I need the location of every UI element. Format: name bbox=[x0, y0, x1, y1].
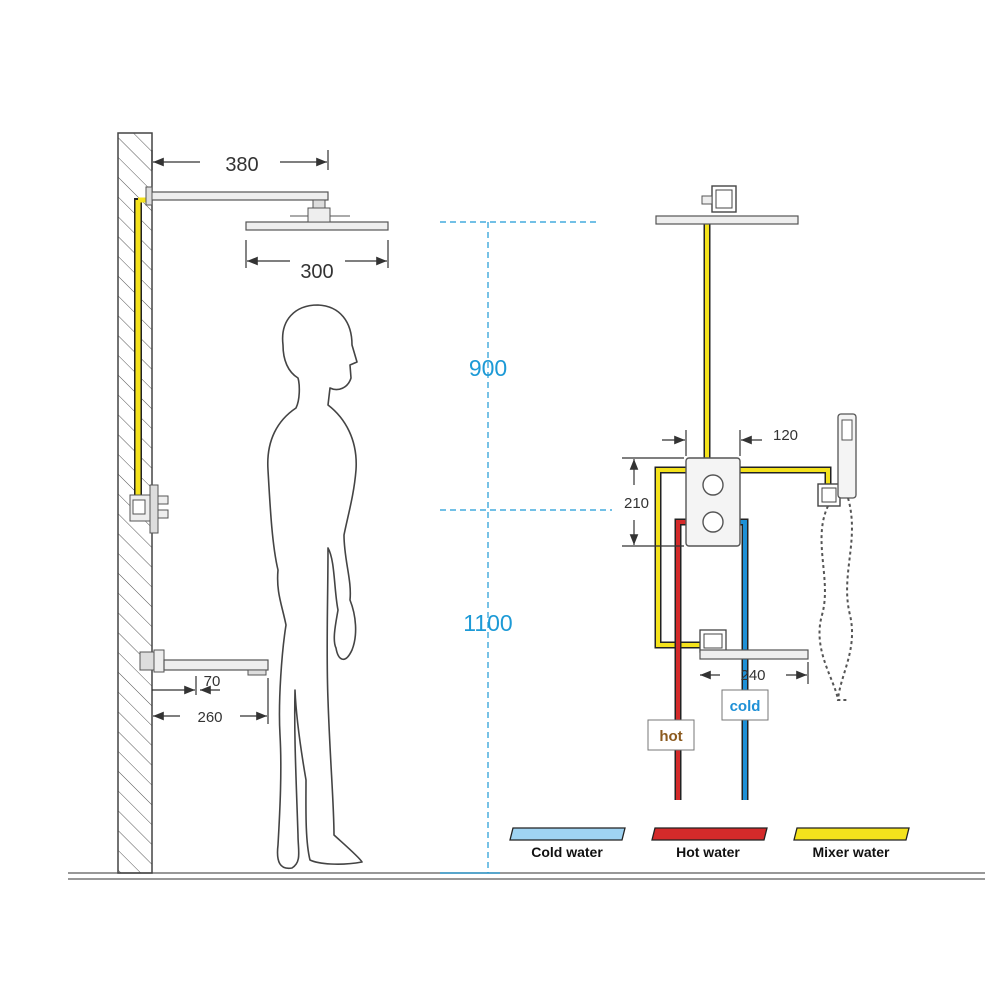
front-view-handheld-shower bbox=[817, 413, 857, 701]
front-view-shower-head bbox=[655, 185, 799, 225]
cold-tag: cold bbox=[721, 689, 769, 721]
head-width-label: 300 bbox=[300, 261, 333, 283]
spout-length-label: 260 bbox=[197, 709, 222, 726]
hot-tag: hot bbox=[647, 719, 695, 751]
spout-front-label: 240 bbox=[740, 667, 765, 684]
arm-length-label: 380 bbox=[225, 154, 258, 176]
legend-cold: Cold water bbox=[509, 827, 626, 860]
floor-line bbox=[68, 872, 985, 880]
side-view-shower-head bbox=[245, 207, 389, 231]
dimension-arm-length: 380 bbox=[151, 150, 329, 176]
dimension-valve-plate: 210 bbox=[622, 457, 684, 547]
hot-tag-label: hot bbox=[659, 728, 682, 745]
shower-hose bbox=[836, 497, 854, 701]
valve-height-label: 1100 bbox=[463, 610, 512, 636]
dimension-spout-length: 260 bbox=[153, 678, 269, 726]
dimension-valve-to-holder: 120 bbox=[662, 427, 798, 456]
shower-height-label: 900 bbox=[469, 355, 507, 381]
dimension-spout-depth: 70 bbox=[152, 673, 220, 695]
temperature-knob bbox=[702, 474, 724, 496]
legend-hot: Hot water bbox=[651, 827, 768, 860]
legend: Cold water Hot water Mixer water bbox=[509, 827, 910, 860]
flow-knob bbox=[702, 511, 724, 533]
dimension-heights: 900 1100 bbox=[440, 221, 612, 874]
front-view-hot-pipe bbox=[674, 518, 686, 800]
legend-mixer: Mixer water bbox=[793, 827, 910, 860]
cold-tag-label: cold bbox=[730, 698, 761, 715]
human-figure bbox=[267, 304, 363, 870]
side-view-tub-spout bbox=[139, 649, 269, 676]
front-view-tub-spout bbox=[699, 629, 809, 660]
dimension-head-width: 300 bbox=[245, 240, 389, 283]
legend-mixer-label: Mixer water bbox=[812, 844, 890, 860]
front-view-cold-pipe bbox=[738, 518, 749, 800]
legend-hot-label: Hot water bbox=[676, 844, 740, 860]
legend-cold-label: Cold water bbox=[531, 844, 603, 860]
side-view-valve bbox=[129, 484, 169, 534]
spout-depth-label: 70 bbox=[204, 673, 221, 690]
dimension-spout-front: 240 bbox=[700, 662, 809, 684]
front-view-mixer-pipes bbox=[654, 218, 832, 649]
valve-plate-label: 210 bbox=[624, 495, 649, 512]
valve-to-holder-label: 120 bbox=[773, 427, 798, 444]
front-view-valve-plate bbox=[685, 457, 741, 547]
side-view-shower-arm bbox=[145, 186, 329, 217]
